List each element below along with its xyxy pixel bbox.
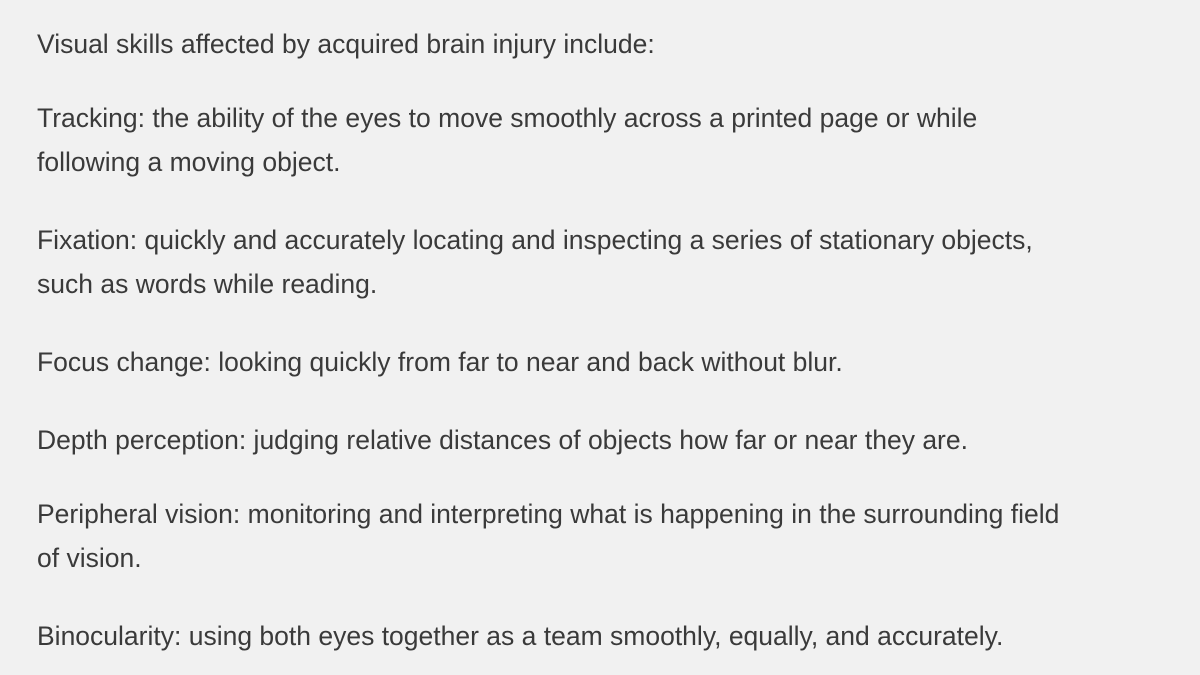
skill-text-line: Tracking: the ability of the eyes to mov… (37, 103, 978, 133)
skill-paragraph-tracking: Tracking: the ability of the eyes to mov… (37, 96, 1177, 184)
skill-text-line: Fixation: quickly and accurately locatin… (37, 225, 1033, 255)
intro-text: Visual skills affected by acquired brain… (37, 29, 655, 59)
skill-text-line: of vision. (37, 543, 142, 573)
skill-text-line: Focus change: looking quickly from far t… (37, 347, 843, 377)
skill-text-line: Binocularity: using both eyes together a… (37, 621, 1004, 651)
skill-paragraph-focus-change: Focus change: looking quickly from far t… (37, 340, 1177, 384)
skill-text-line: following a moving object. (37, 147, 341, 177)
intro-paragraph: Visual skills affected by acquired brain… (37, 22, 1177, 66)
skill-text-line: Peripheral vision: monitoring and interp… (37, 499, 1060, 529)
skill-paragraph-fixation: Fixation: quickly and accurately locatin… (37, 218, 1177, 306)
skill-text-line: such as words while reading. (37, 269, 378, 299)
skill-text-line: Depth perception: judging relative dista… (37, 425, 968, 455)
skill-paragraph-depth-perception: Depth perception: judging relative dista… (37, 418, 1177, 462)
skill-paragraph-peripheral-vision: Peripheral vision: monitoring and interp… (37, 492, 1177, 580)
skill-paragraph-binocularity: Binocularity: using both eyes together a… (37, 614, 1177, 658)
